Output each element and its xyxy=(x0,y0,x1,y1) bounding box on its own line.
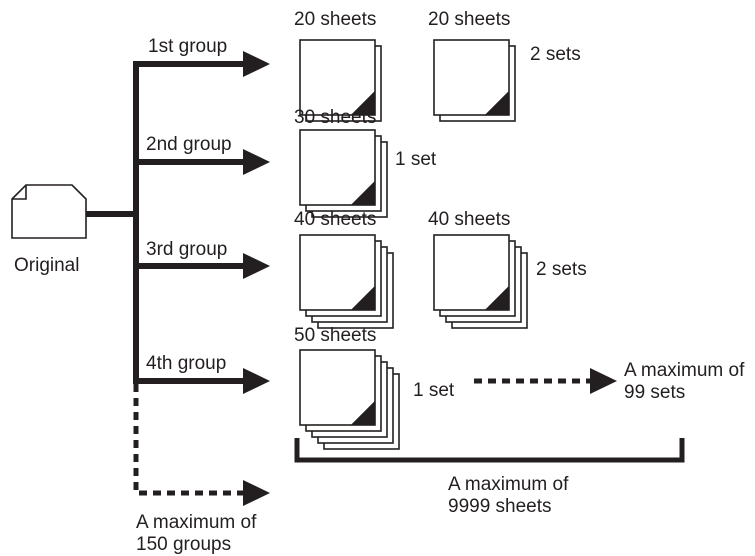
sheet-stack-group3-a xyxy=(299,234,394,329)
document-icon xyxy=(11,184,87,239)
group-arrow-3 xyxy=(133,253,270,279)
sheets-label-group3-a: 40 sheets xyxy=(294,209,377,230)
max-sheets-label: A maximum of 9999 sheets xyxy=(448,474,569,517)
max-groups-label: A maximum of 150 groups xyxy=(136,512,257,555)
group-label-4: 4th group xyxy=(146,353,227,374)
more-groups-arrow xyxy=(133,384,270,506)
group-label-3: 3rd group xyxy=(146,239,228,260)
sheets-label-group3-b: 40 sheets xyxy=(428,209,511,230)
sheets-label-group1-a: 20 sheets xyxy=(294,9,377,30)
sheet-stack-group3-b xyxy=(433,234,528,329)
sheets-label-group4: 50 sheets xyxy=(294,325,377,346)
sheet-stack-group4 xyxy=(299,349,400,450)
sets-label-group3: 2 sets xyxy=(536,259,587,280)
sets-label-group1: 2 sets xyxy=(530,44,581,65)
group-arrow-4 xyxy=(133,368,270,394)
group-label-2: 2nd group xyxy=(146,134,232,155)
connector-lines xyxy=(86,64,139,384)
sets-label-group4: 1 set xyxy=(413,380,455,401)
sheets-label-group1-b: 20 sheets xyxy=(428,9,511,30)
group-label-1: 1st group xyxy=(148,36,228,57)
max-sheets-bracket xyxy=(294,438,685,463)
sheet-stack-group1-b xyxy=(433,39,516,122)
max-sets-label: A maximum of 99 sets xyxy=(624,360,745,403)
sheets-label-group2: 30 sheets xyxy=(294,107,377,128)
group-arrow-1 xyxy=(133,51,270,77)
original-label: Original xyxy=(14,255,80,276)
sets-label-group2: 1 set xyxy=(395,149,437,170)
sheet-stack-group2 xyxy=(299,129,388,218)
group-arrow-2 xyxy=(133,149,270,175)
max-sets-arrow xyxy=(474,368,617,394)
